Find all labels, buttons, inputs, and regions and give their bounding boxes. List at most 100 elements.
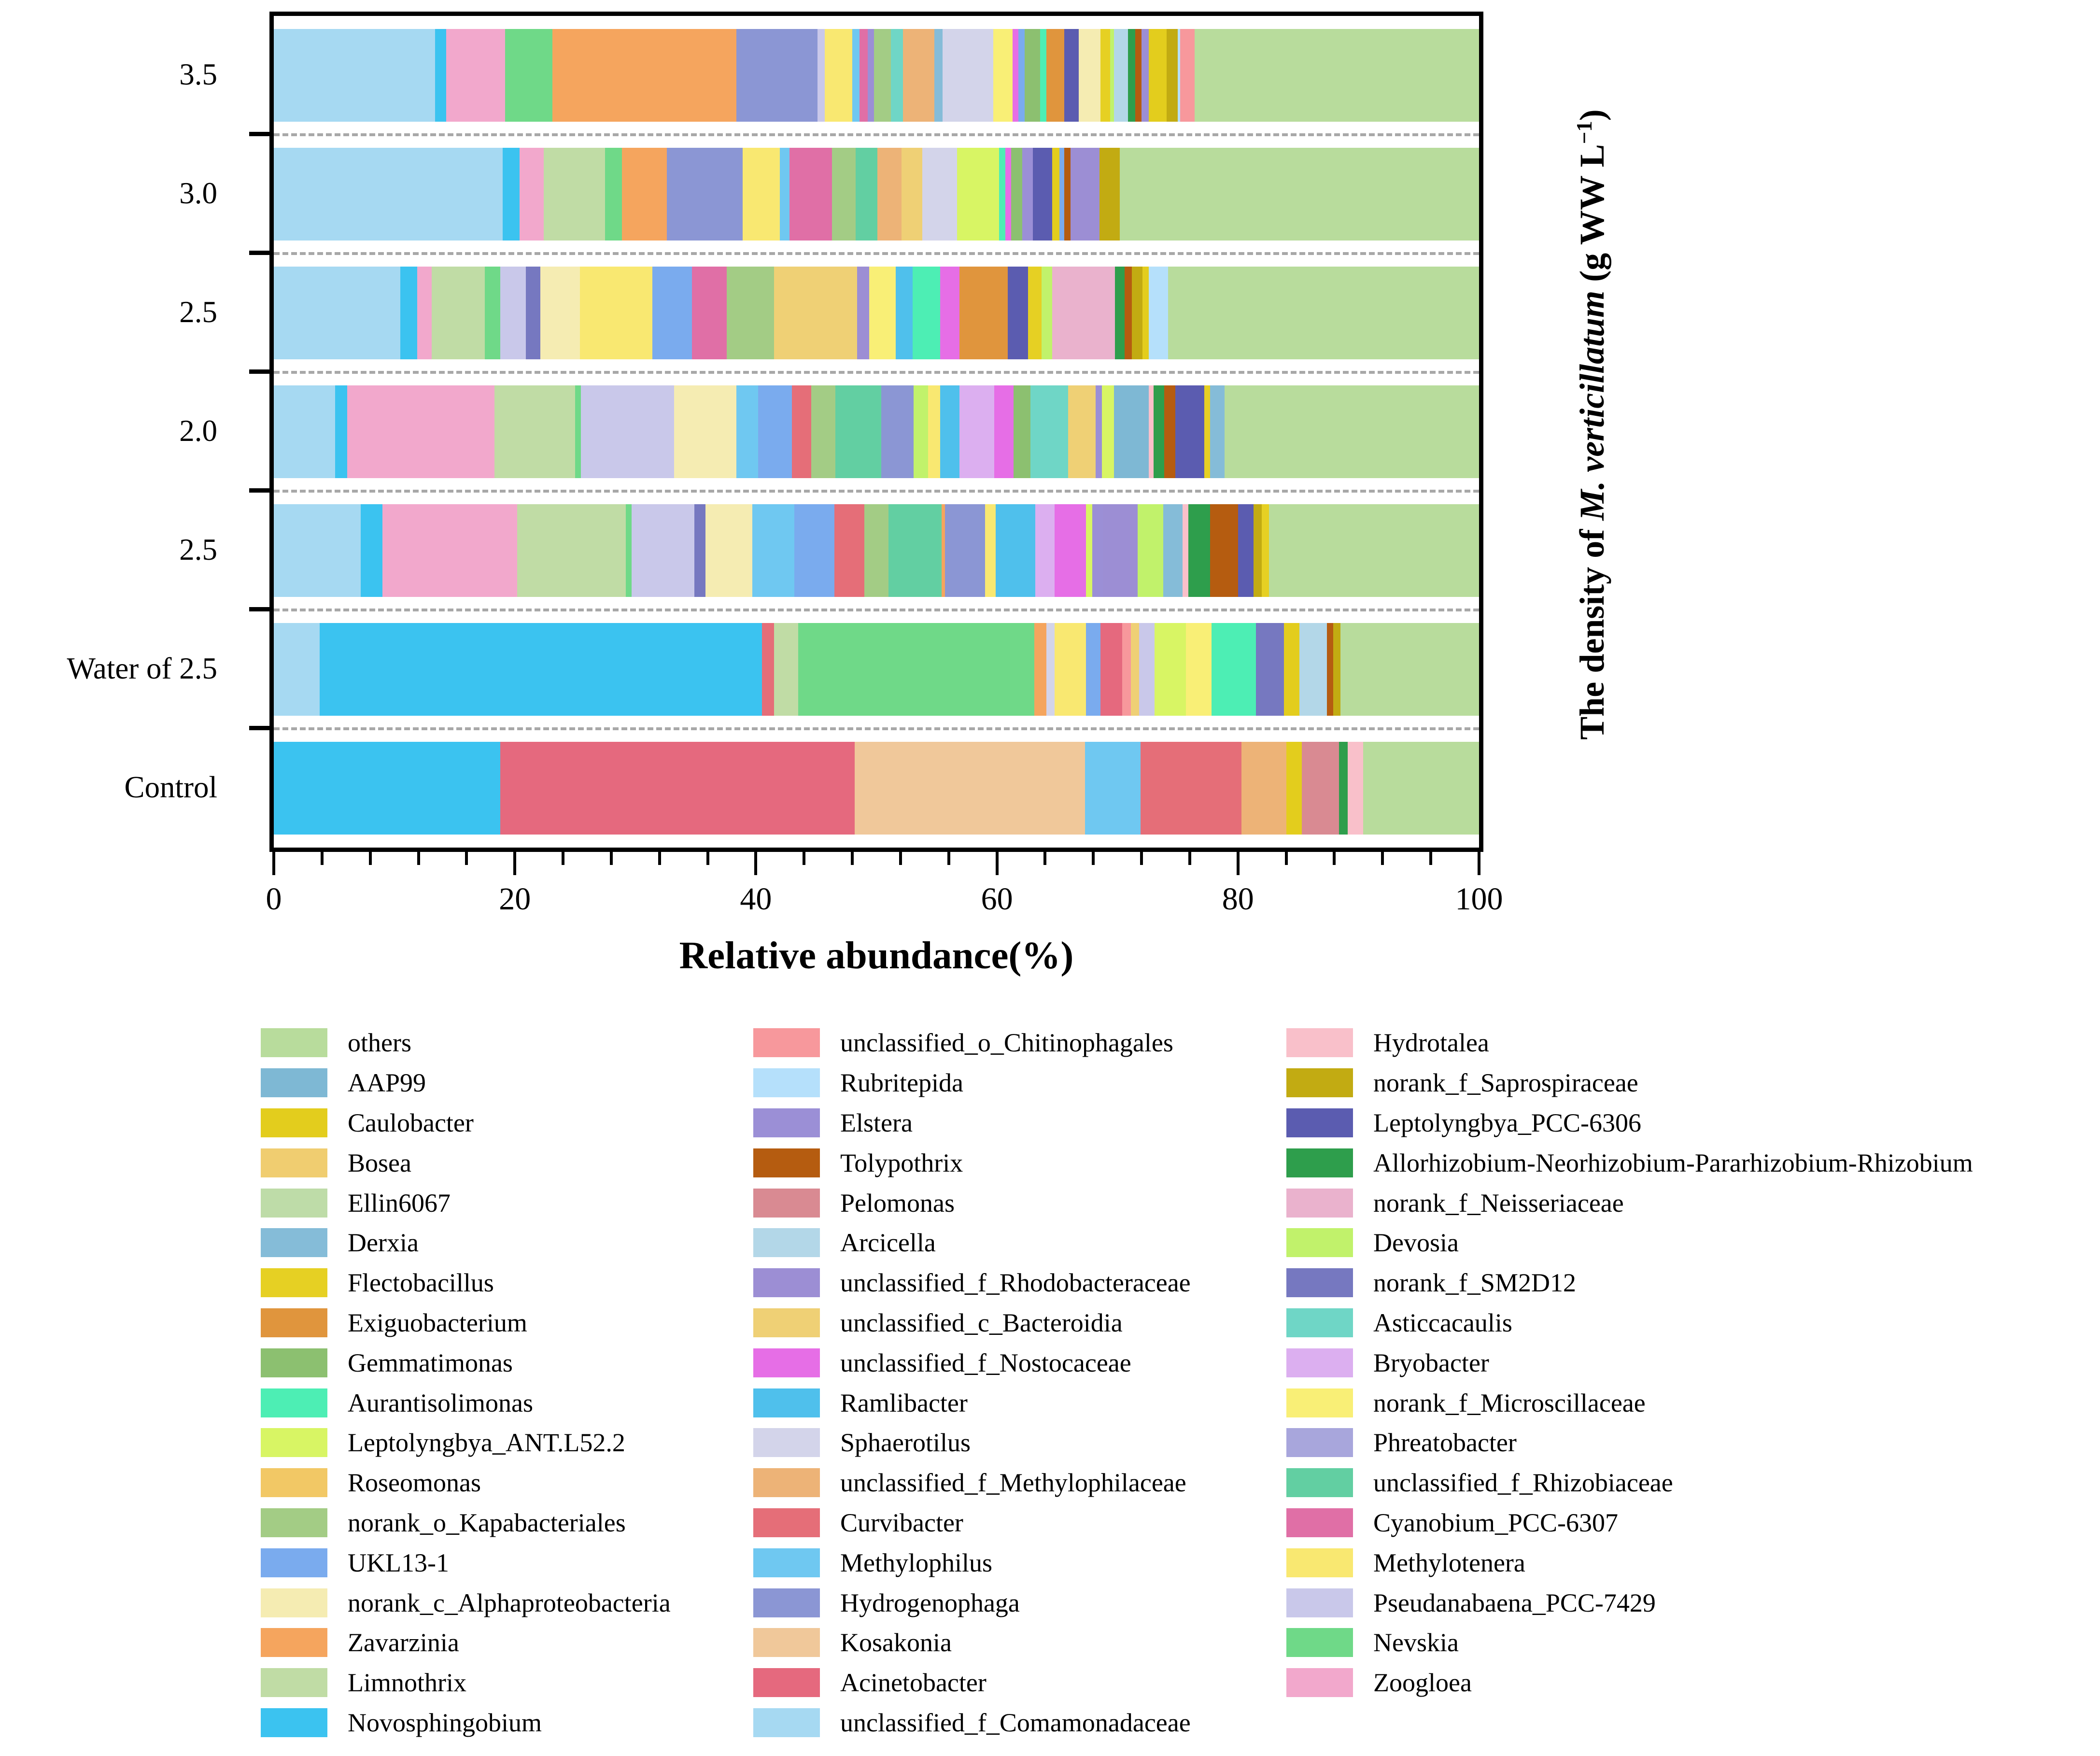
bar-segment — [544, 148, 606, 241]
bar-segment — [1254, 504, 1262, 597]
bar-row-water-of-2.5 — [274, 623, 1479, 716]
legend-item: Curvibacter — [753, 1503, 1191, 1543]
bar-segment — [736, 385, 759, 478]
bar-segment — [985, 504, 996, 597]
bar-segment — [789, 148, 832, 241]
bar-segment — [922, 148, 958, 241]
bar-segment — [1139, 623, 1155, 716]
bar-segment — [859, 29, 868, 122]
legend-color-swatch — [753, 1628, 820, 1657]
legend-color-swatch — [261, 1068, 327, 1098]
legend-color-swatch — [1286, 1348, 1353, 1377]
bar-segment — [959, 267, 1008, 359]
bar-segment — [1096, 385, 1102, 478]
bar-segment — [957, 148, 1000, 241]
bar-segment — [382, 504, 518, 597]
legend-item: UKL13-1 — [261, 1543, 671, 1583]
bar-segment — [1033, 148, 1053, 241]
bar-segment — [1100, 623, 1123, 716]
bar-segment — [941, 504, 945, 597]
x-axis-minor-tick — [320, 852, 324, 865]
legend-color-swatch — [261, 1668, 327, 1698]
bar-segment — [1241, 742, 1286, 835]
legend-color-swatch — [753, 1388, 820, 1417]
bar-segment — [1148, 385, 1154, 478]
right-axis-title-close: ) — [1573, 109, 1611, 121]
legend-label: Elstera — [840, 1108, 913, 1137]
bar-segment — [505, 29, 552, 122]
legend-item: others — [261, 1023, 671, 1063]
bar-segment — [1103, 504, 1138, 597]
bar-segment — [274, 148, 503, 241]
bar-segment — [579, 267, 652, 359]
bar-segment — [945, 504, 985, 597]
bar-segment — [890, 29, 903, 122]
legend-color-swatch — [1286, 1308, 1353, 1337]
bar-segment — [1363, 742, 1479, 835]
x-axis-minor-tick — [609, 852, 613, 865]
legend-color-swatch — [1286, 1268, 1353, 1298]
legend-label: others — [348, 1028, 411, 1058]
legend-color-swatch — [1286, 1508, 1353, 1537]
bar-row-2.0 — [274, 385, 1479, 478]
bar-segment — [869, 267, 896, 359]
bar-segment — [1186, 623, 1212, 716]
x-axis-minor-tick — [803, 852, 806, 865]
bar-segment — [552, 29, 737, 122]
bar-segment — [1011, 148, 1022, 241]
bar-segment — [1113, 385, 1149, 478]
bar-segment — [1302, 742, 1339, 835]
bar-segment — [940, 385, 960, 478]
bar-segment — [274, 267, 401, 359]
legend-label: Devosia — [1373, 1228, 1459, 1258]
bar-segment — [959, 385, 995, 478]
legend-label: Phreatobacter — [1373, 1428, 1517, 1458]
x-axis-minor-tick — [562, 852, 565, 865]
bar-segment — [1194, 29, 1479, 122]
bar-segment — [914, 385, 929, 478]
bar-segment — [774, 267, 857, 359]
bar-segment — [1340, 623, 1479, 716]
bar-row-control — [274, 742, 1479, 835]
bar-segment — [1046, 623, 1055, 716]
legend-label: Allorhizobium-Neorhizobium-Pararhizobium… — [1373, 1148, 1973, 1177]
legend-label: unclassified_f_Comamonadaceae — [840, 1708, 1191, 1737]
bar-segment — [1182, 504, 1189, 597]
bar-segment — [994, 385, 1014, 478]
legend-item: Ellin6067 — [261, 1183, 671, 1223]
bar-segment — [881, 385, 914, 478]
bar-segment — [1012, 29, 1019, 122]
bar-segment — [1180, 29, 1195, 122]
bar-segment — [1059, 148, 1065, 241]
legend-item: Methylophilus — [753, 1543, 1191, 1583]
bar-segment — [864, 504, 888, 597]
bar-segment — [912, 267, 941, 359]
legend-item: Exiguobacterium — [261, 1303, 671, 1343]
y-axis-tick — [249, 251, 269, 255]
x-axis-major-tick — [272, 852, 275, 875]
legend-label: Novosphingobium — [348, 1708, 542, 1737]
legend-label: UKL13-1 — [348, 1548, 449, 1577]
bar-segment — [1041, 267, 1053, 359]
x-axis-major-tick — [995, 852, 999, 875]
y-category-label: 2.5 — [179, 295, 217, 329]
legend-color-swatch — [1286, 1068, 1353, 1098]
legend-color-swatch — [1286, 1628, 1353, 1657]
legend-item: unclassified_f_Comamonadaceae — [753, 1703, 1191, 1743]
bar-segment — [446, 29, 506, 122]
x-tick-label: 60 — [981, 881, 1013, 917]
bar-segment — [500, 742, 855, 835]
bar-segment — [674, 385, 737, 478]
legend-color-swatch — [1286, 1108, 1353, 1137]
bar-segment — [1286, 742, 1302, 835]
bar-segment — [1028, 267, 1042, 359]
bar-segment — [1142, 267, 1149, 359]
bar-segment — [666, 148, 743, 241]
right-axis-title: The density of M. verticillatum (g WW L−… — [1572, 0, 1621, 859]
bar-segment — [1113, 29, 1128, 122]
legend-item: Hydrogenophaga — [753, 1583, 1191, 1623]
legend-color-swatch — [753, 1668, 820, 1698]
bar-segment — [1005, 148, 1012, 241]
legend-color-swatch — [261, 1708, 327, 1737]
